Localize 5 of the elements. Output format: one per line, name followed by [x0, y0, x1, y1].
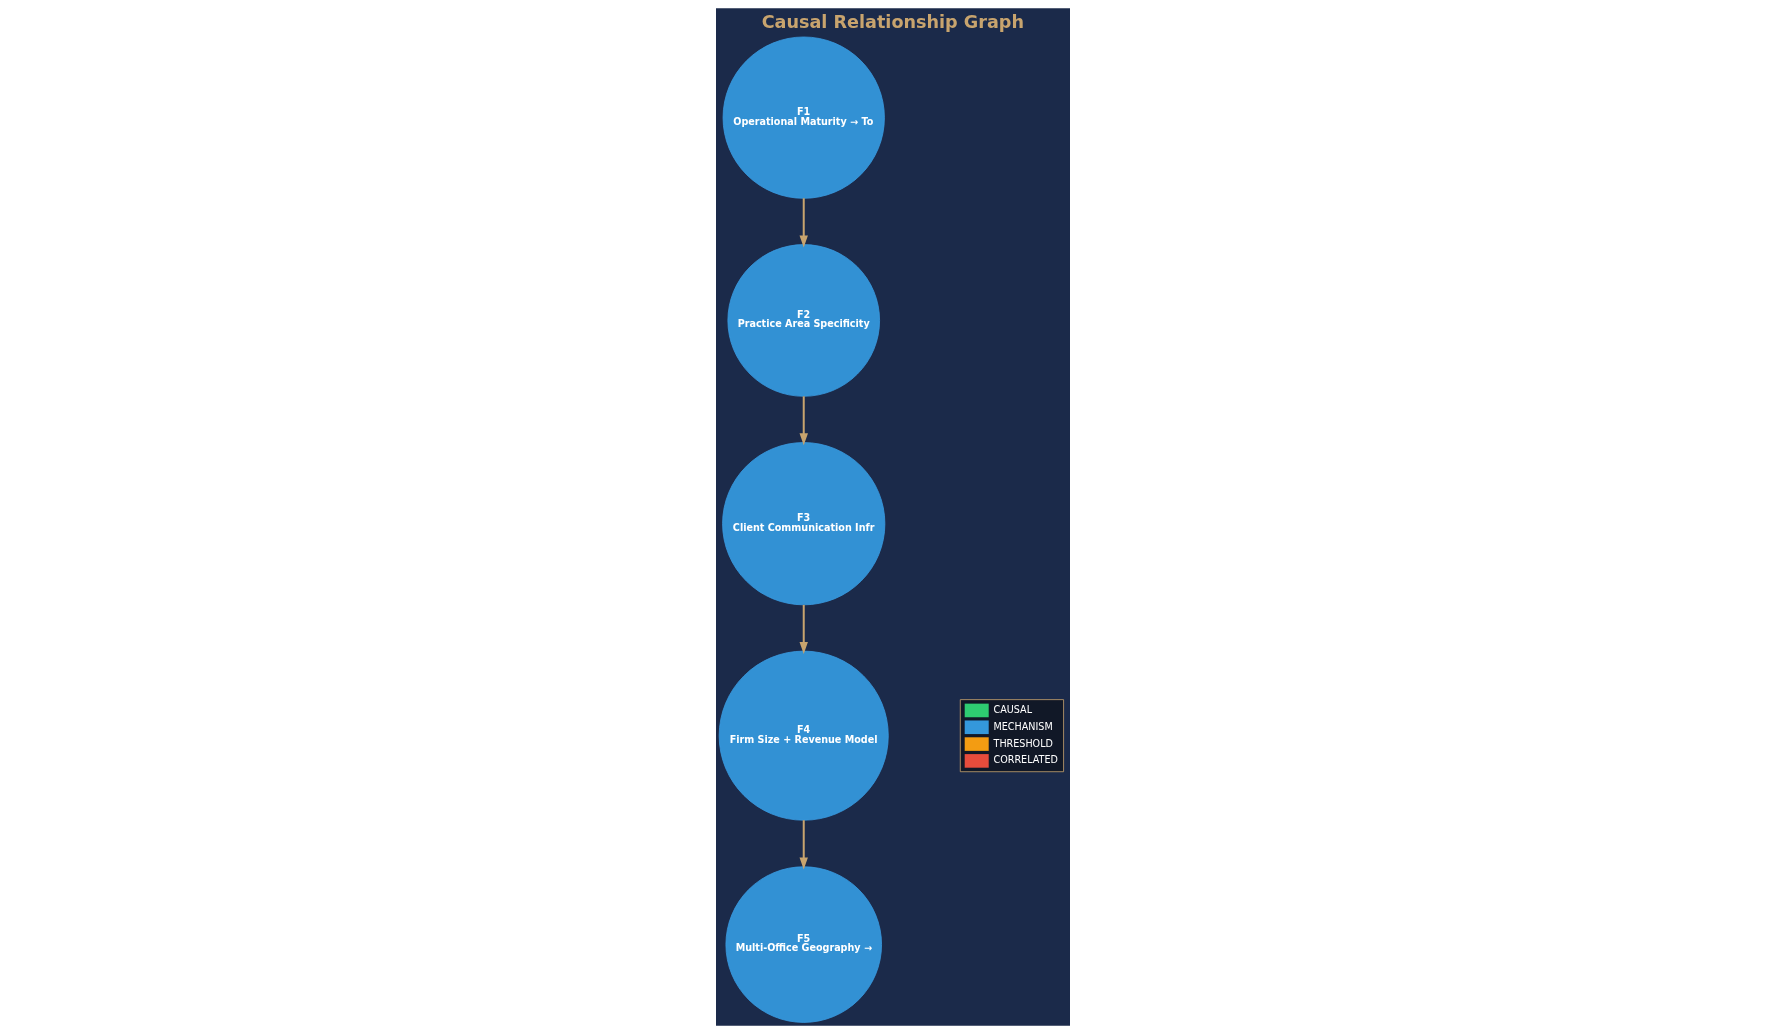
diagram-title: Causal Relationship Graph	[761, 11, 1024, 32]
legend-label: MECHANISM	[993, 720, 1053, 732]
legend-label: CORRELATED	[993, 754, 1058, 766]
legend-label: THRESHOLD	[993, 737, 1053, 749]
legend-label: CAUSAL	[993, 703, 1032, 715]
